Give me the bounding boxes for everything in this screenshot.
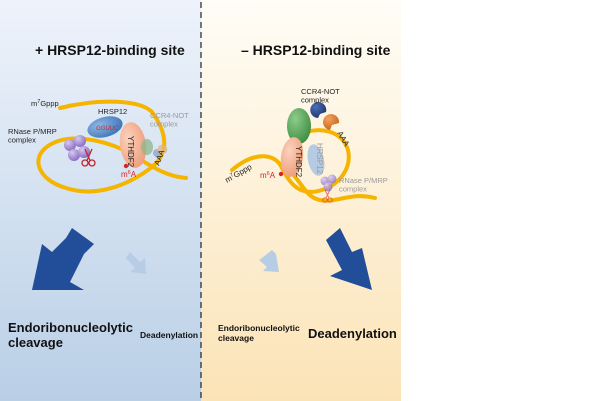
- left-ccr4-not-complex: [141, 139, 168, 157]
- left-hrsp12-protein: [87, 116, 123, 138]
- right-arrow-strong: [326, 228, 372, 290]
- right-ythdf2-label: YTHDF2: [294, 146, 303, 178]
- left-scissors-icon: [81, 148, 96, 167]
- right-ccr4-navy-subunit: [310, 102, 327, 118]
- left-panel-title: + HRSP12-binding site: [35, 42, 185, 58]
- left-arrow-strong: [32, 228, 94, 290]
- right-ythdf2-protein: [280, 137, 304, 177]
- right-scissors-icon: [322, 189, 333, 203]
- right-m6a-label: m6A: [260, 171, 276, 180]
- right-m6a-mark: [278, 171, 284, 177]
- right-ccr4-green-subunit: [287, 108, 311, 144]
- left-arrow-faint: [126, 252, 146, 274]
- right-panel-title: – HRSP12-binding site: [241, 42, 391, 58]
- right-outcome-major: Deadenylation: [308, 326, 397, 341]
- left-outcome-minor: Deadenylation: [140, 330, 198, 340]
- left-ythdf2-protein: [119, 122, 147, 168]
- right-arrow-faint: [259, 250, 279, 272]
- left-binding-site-label: GGUUC: [96, 126, 119, 132]
- right-ccr4-orange-subunit: [323, 114, 340, 130]
- left-panel-background: [0, 0, 201, 401]
- right-hrsp12-protein: [307, 144, 325, 176]
- right-panel-background: [201, 0, 401, 401]
- left-hrsp12-label: HRSP12: [98, 107, 127, 116]
- left-m6a-mark: [123, 163, 129, 169]
- left-m6a-label: m6A: [121, 170, 137, 179]
- left-ythdf2-label: YTHDF2: [126, 136, 135, 168]
- right-hrsp12-label: HRSP12: [315, 143, 324, 175]
- right-rnase-complex: [320, 174, 337, 192]
- left-cap-label: m7Gppp: [31, 99, 59, 108]
